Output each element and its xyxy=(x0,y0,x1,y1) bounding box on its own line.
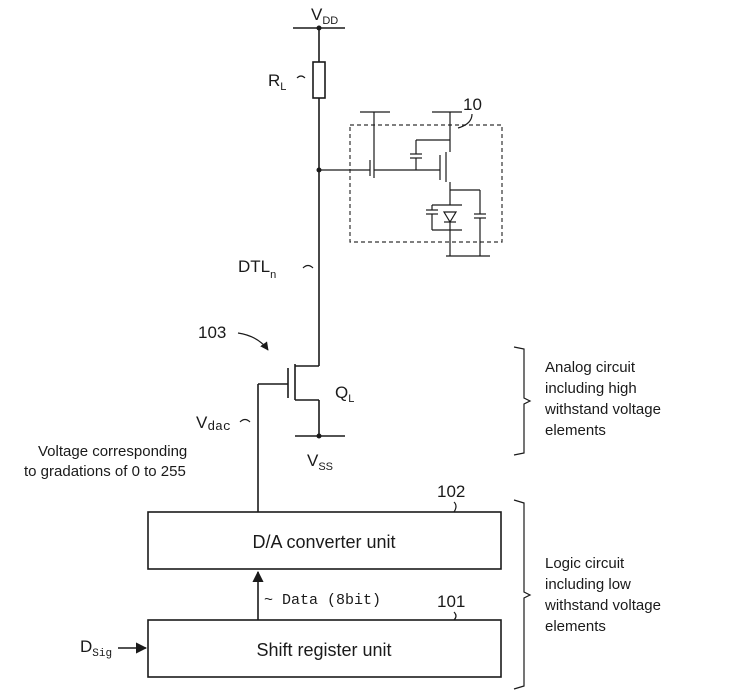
pixel-circuit-box xyxy=(349,124,503,243)
transistor-ql xyxy=(257,364,320,512)
pixel-circuit-schematic xyxy=(319,111,490,257)
da-converter-block xyxy=(147,511,502,570)
rl-leader xyxy=(296,75,306,79)
vss-node xyxy=(316,433,322,439)
ref-101-leader xyxy=(453,611,457,621)
ql-label: QL xyxy=(335,383,354,405)
ref-102-leader xyxy=(453,501,457,513)
ref-101-label: 101 xyxy=(437,592,465,611)
logic-bracket xyxy=(513,499,532,690)
dsig-label: DSig xyxy=(80,637,112,660)
logic-text-line1: Logic circuit xyxy=(545,555,625,572)
analog-text-line2: including high xyxy=(545,380,637,397)
dtl-label: DTLn xyxy=(238,257,276,281)
shift-register-block xyxy=(147,619,502,678)
voltage-text-line1: Voltage corresponding xyxy=(38,443,187,460)
vdac-label: Vdac xyxy=(196,413,231,434)
analog-text-line4: elements xyxy=(545,422,606,439)
analog-text-line3: withstand voltage xyxy=(544,401,661,418)
dtl-leader xyxy=(302,264,314,269)
vdd-label: VDD xyxy=(311,5,338,27)
ref-103-label: 103 xyxy=(198,323,226,342)
pixel-ref-leader xyxy=(457,113,473,129)
data-bus-label: ~ Data (8bit) xyxy=(264,592,381,609)
logic-text-line4: elements xyxy=(545,618,606,635)
rl-label: RL xyxy=(268,71,286,93)
logic-text-line3: withstand voltage xyxy=(544,597,661,614)
load-resistor xyxy=(312,61,326,99)
ref-103-arrow xyxy=(237,332,269,351)
analog-text-line1: Analog circuit xyxy=(545,359,636,376)
vdac-leader xyxy=(239,418,251,423)
vss-label: VSS xyxy=(307,451,333,473)
logic-text-line2: including low xyxy=(545,576,631,593)
pixel-ref-label: 10 xyxy=(463,95,482,114)
analog-bracket xyxy=(513,346,532,456)
voltage-text-line2: to gradations of 0 to 255 xyxy=(24,463,186,480)
da-converter-label: D/A converter unit xyxy=(252,532,395,552)
ref-102-label: 102 xyxy=(437,482,465,501)
shift-register-label: Shift register unit xyxy=(256,640,391,660)
